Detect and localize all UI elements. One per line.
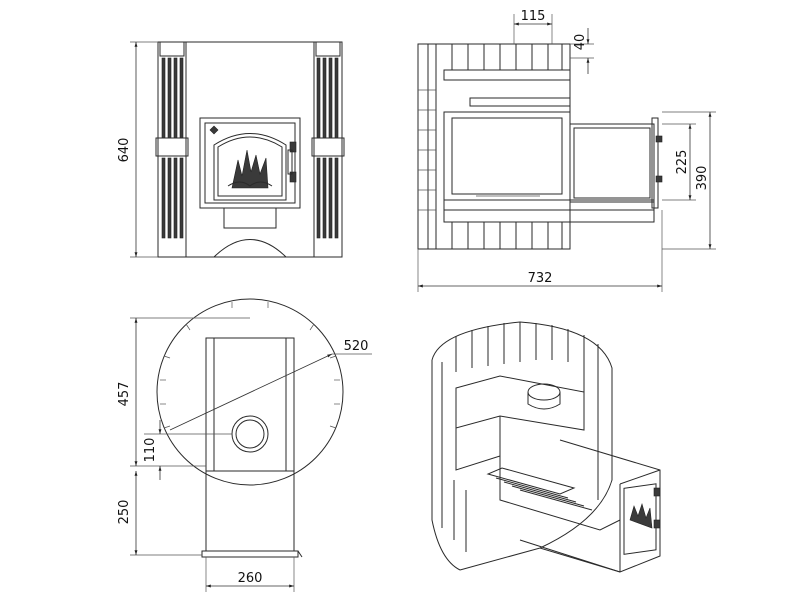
side-tunnel [569,117,663,209]
side-left-hatch [418,89,436,211]
front-left-rib-column [155,41,189,258]
front-door [199,117,301,229]
iso-tunnel [519,439,661,573]
front-view: 640 [117,41,345,258]
dim-side-tunnel-outer: 390 [695,166,710,191]
dim-plan-tunnel-width: 260 [238,571,263,586]
plan-view: 520 457 110 250 260 [117,298,372,592]
dim-side-top-width: 115 [521,9,546,24]
plan-tunnel [201,470,303,558]
dim-plan-radius: 520 [344,339,369,354]
dim-side-total-depth: 732 [528,271,553,286]
isometric-view [431,321,661,573]
plan-circle-ticks [160,302,340,429]
dim-front-height: 640 [117,138,132,163]
door-handle-icon [287,141,297,183]
dim-plan-offset: 110 [143,438,158,463]
dim-side-tunnel-inner: 225 [675,150,690,175]
front-right-rib-column [311,41,345,258]
dim-plan-tunnel-length: 250 [117,500,132,525]
flame-icon [227,149,273,189]
iso-grate [486,467,593,511]
iso-bars [453,322,613,552]
side-view: 115 40 225 390 732 [417,9,716,292]
side-vertical-bars [427,44,563,249]
dim-plan-depth: 457 [117,382,132,407]
dim-side-top-height: 40 [573,34,588,51]
